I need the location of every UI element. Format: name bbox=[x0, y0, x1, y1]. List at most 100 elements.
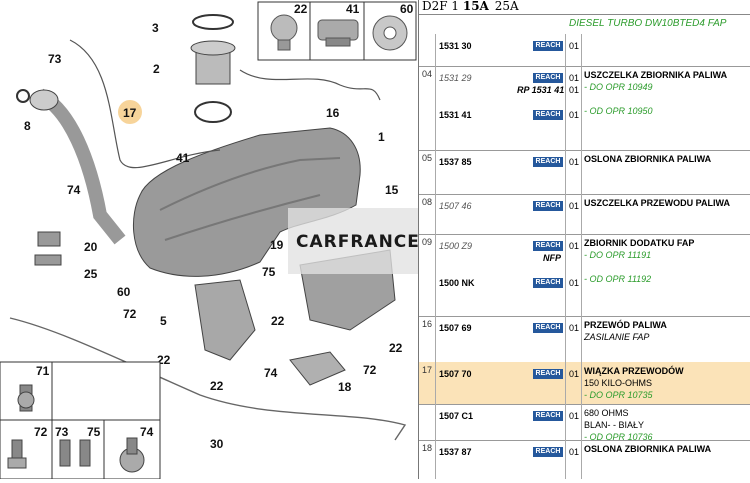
part-note: NFP bbox=[543, 253, 561, 263]
part-description: - DO OPR 11191 bbox=[584, 250, 652, 260]
quantity: 01 bbox=[569, 278, 580, 288]
quantity: 01 bbox=[569, 447, 580, 457]
part-description: OSLONA ZBIORNIKA PALIWA bbox=[584, 444, 712, 454]
callout-18: 19 bbox=[270, 238, 284, 252]
fastener-71[interactable]: 71 bbox=[17, 364, 50, 412]
callout-1: 1 bbox=[378, 130, 385, 144]
column-divider bbox=[435, 440, 436, 479]
part-description: - OD OPR 11192 bbox=[584, 274, 652, 284]
header-code: D2F 1 bbox=[422, 0, 460, 13]
callouts: 3 2 1 73 8 17 16 41 74 15 20 19 25 75 60… bbox=[24, 21, 403, 451]
filler-neck bbox=[16, 88, 126, 245]
callout-8: 8 bbox=[24, 119, 31, 133]
quantity: 01 bbox=[569, 73, 580, 83]
callout-3: 3 bbox=[152, 21, 159, 35]
callout-16: 16 bbox=[326, 106, 340, 120]
callout-30: 30 bbox=[210, 437, 224, 451]
reach-badge: REACH bbox=[533, 110, 563, 120]
part-thumbnails: 22 41 60 bbox=[257, 1, 417, 61]
fastener-74[interactable]: 74 bbox=[119, 425, 154, 473]
svg-text:75: 75 bbox=[87, 425, 101, 439]
column-divider bbox=[565, 194, 566, 234]
row-index: 17 bbox=[422, 365, 433, 375]
thumb-41[interactable]: 41 bbox=[317, 2, 360, 47]
fastener-75[interactable]: 75 bbox=[79, 425, 101, 467]
column-divider bbox=[581, 440, 582, 479]
reach-badge: REACH bbox=[533, 241, 563, 251]
part-description: USZCZELKA ZBIORNIKA PALIWA bbox=[584, 70, 728, 80]
quantity: 01 bbox=[569, 323, 580, 333]
thumb-60[interactable]: 60 bbox=[372, 2, 414, 51]
parts-table: D2F 1 15A 25A DIESEL TURBO DW10BTED4 FAP… bbox=[418, 0, 750, 479]
callout-2: 2 bbox=[153, 62, 160, 76]
part-reference[interactable]: 1500 NK bbox=[439, 278, 475, 288]
fastener-73[interactable]: 73 bbox=[55, 425, 71, 467]
part-reference[interactable]: 1537 85 bbox=[439, 157, 472, 167]
thumb-22[interactable]: 22 bbox=[270, 2, 308, 51]
part-reference[interactable]: 1507 69 bbox=[439, 323, 472, 333]
row-index: 16 bbox=[422, 319, 433, 329]
reach-badge: REACH bbox=[533, 411, 563, 421]
part-reference[interactable]: 1507 46 bbox=[439, 201, 472, 211]
quantity: 01 bbox=[569, 85, 580, 95]
part-reference[interactable]: 1531 30 bbox=[439, 41, 472, 51]
header-model: 15A bbox=[462, 0, 489, 13]
column-divider bbox=[435, 234, 436, 316]
column-divider bbox=[581, 34, 582, 66]
callout-41: 41 bbox=[176, 151, 190, 165]
quantity: 01 bbox=[569, 241, 580, 251]
thumb-60-label: 60 bbox=[400, 2, 414, 16]
engine-label: DIESEL TURBO DW10BTED4 FAP bbox=[569, 18, 727, 29]
table-header: D2F 1 15A 25A bbox=[419, 0, 750, 15]
column-divider bbox=[565, 66, 566, 150]
part-reference[interactable]: 1531 41 bbox=[439, 110, 472, 120]
fastener-panel: 71 72 73 75 74 bbox=[0, 361, 161, 480]
part-description: WIĄZKA PRZEWODÓW bbox=[584, 366, 684, 376]
fuel-pump-module bbox=[190, 14, 236, 123]
part-description: USZCZELKA PRZEWODU PALIWA bbox=[584, 198, 730, 208]
reach-badge: REACH bbox=[533, 201, 563, 211]
row-index: 09 bbox=[422, 237, 433, 247]
row-index: 05 bbox=[422, 153, 433, 163]
callout-22d: 22 bbox=[210, 379, 224, 393]
column-divider bbox=[565, 34, 566, 66]
column-divider bbox=[435, 194, 436, 234]
part-description: 150 KILO-OHMS bbox=[584, 378, 653, 388]
part-description: BLAN- - BIAŁY bbox=[584, 420, 645, 430]
header-variant: 25A bbox=[494, 0, 519, 13]
svg-text:73: 73 bbox=[55, 425, 69, 439]
callout-74: 75 bbox=[262, 265, 276, 279]
fastener-72[interactable]: 72 bbox=[7, 425, 48, 469]
reach-badge: REACH bbox=[533, 278, 563, 288]
part-reference[interactable]: 1507 70 bbox=[439, 369, 472, 379]
part-description: ZBIORNIK DODATKU FAP bbox=[584, 238, 695, 248]
thumb-22-label: 22 bbox=[294, 2, 308, 16]
svg-text:71: 71 bbox=[36, 364, 50, 378]
reach-badge: REACH bbox=[533, 447, 563, 457]
part-reference[interactable]: 1531 29 bbox=[439, 73, 472, 83]
reach-badge: REACH bbox=[533, 157, 563, 167]
part-reference[interactable]: 1507 C1 bbox=[439, 411, 474, 421]
part-description: PRZEWÓD PALIWA bbox=[584, 320, 667, 330]
part-reference[interactable]: 1537 87 bbox=[439, 447, 472, 457]
callout-5: 5 bbox=[160, 314, 167, 328]
column-divider bbox=[565, 234, 566, 316]
row-index: 08 bbox=[422, 197, 433, 207]
callout-25: 25 bbox=[84, 267, 98, 281]
part-reference[interactable]: 1500 Z9 bbox=[439, 241, 473, 251]
part-note: RP 1531 41 bbox=[517, 85, 565, 95]
row-index: 04 bbox=[422, 69, 433, 79]
part-description: 680 OHMS bbox=[584, 408, 629, 418]
column-divider bbox=[435, 66, 436, 150]
reach-badge: REACH bbox=[533, 323, 563, 333]
column-divider bbox=[565, 362, 566, 404]
